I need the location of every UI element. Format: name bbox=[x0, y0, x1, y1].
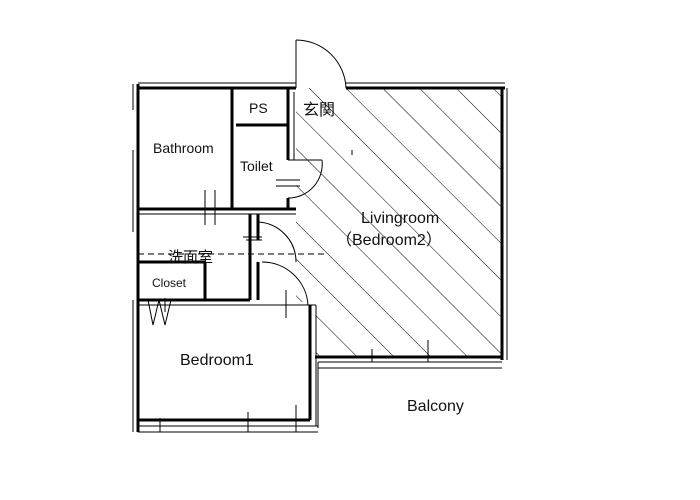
outer-walls bbox=[132, 82, 508, 433]
genkan-label: 玄関 bbox=[303, 100, 335, 119]
doors bbox=[147, 39, 429, 432]
toilet-label: Toilet bbox=[240, 158, 273, 174]
livingroom-sub-label: （Bedroom2） bbox=[336, 231, 442, 249]
closet-label: Closet bbox=[152, 276, 187, 290]
livingroom-label: Livingroom bbox=[361, 210, 439, 227]
interior-walls bbox=[138, 88, 316, 306]
balcony-label: Balcony bbox=[407, 398, 464, 415]
senmenjo-label: 洗面室 bbox=[168, 248, 213, 266]
bedroom1-label: Bedroom1 bbox=[180, 352, 254, 369]
bathroom-label: Bathroom bbox=[153, 140, 214, 156]
livingroom-hatch bbox=[296, 88, 502, 357]
ps-label: PS bbox=[249, 100, 268, 116]
